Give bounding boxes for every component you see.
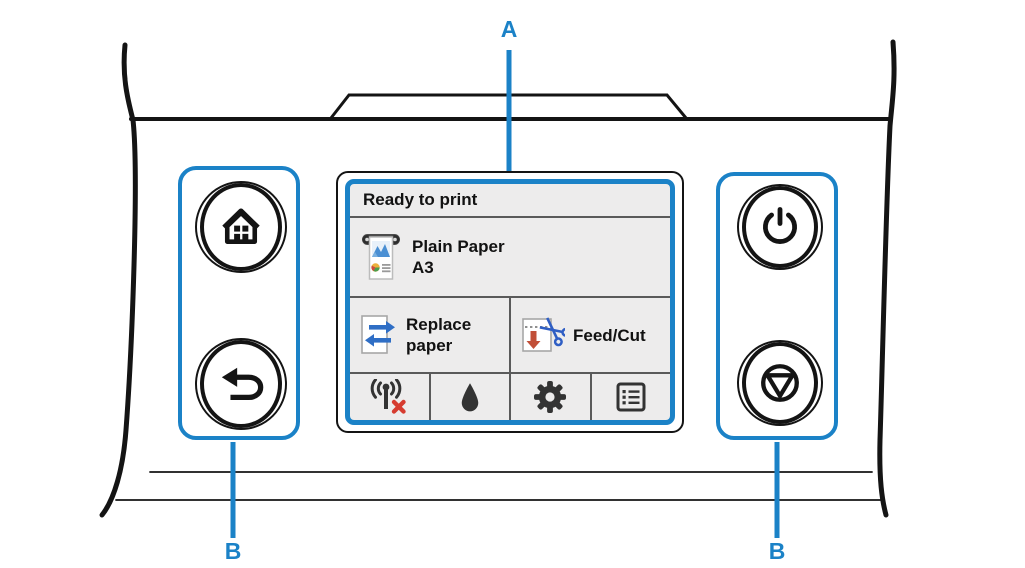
touch-screen: Ready to print bbox=[345, 179, 675, 425]
home-button[interactable] bbox=[195, 181, 287, 273]
network-disabled-icon bbox=[369, 379, 409, 415]
settings-gear-icon bbox=[533, 380, 567, 414]
paper-size: A3 bbox=[412, 258, 434, 277]
touch-screen-bezel: Ready to print bbox=[336, 171, 684, 433]
roll-paper-icon bbox=[361, 231, 403, 283]
home-icon bbox=[219, 205, 263, 249]
stop-icon bbox=[757, 360, 803, 406]
left-button-group bbox=[178, 166, 300, 440]
ink-drop-icon bbox=[459, 382, 481, 412]
ink-button[interactable] bbox=[428, 374, 510, 420]
back-icon bbox=[218, 361, 264, 407]
right-button-group bbox=[716, 172, 838, 440]
paper-info-button[interactable]: Plain Paper A3 bbox=[350, 218, 670, 296]
toolbar-row bbox=[350, 372, 670, 420]
feed-cut-button[interactable]: Feed/Cut bbox=[511, 298, 670, 372]
replace-paper-icon bbox=[360, 313, 398, 357]
replace-paper-label: Replace paper bbox=[406, 315, 472, 355]
paper-type: Plain Paper bbox=[412, 237, 505, 256]
power-button[interactable] bbox=[737, 184, 823, 270]
replace-paper-button[interactable]: Replace paper bbox=[350, 298, 511, 372]
power-icon bbox=[759, 206, 801, 248]
action-row: Replace paper bbox=[350, 296, 670, 372]
callout-label-a: A bbox=[500, 16, 518, 42]
network-button[interactable] bbox=[350, 374, 429, 420]
other-settings-button[interactable] bbox=[589, 374, 671, 420]
callout-label-b-left: B bbox=[224, 538, 242, 564]
settings-button[interactable] bbox=[509, 374, 590, 420]
back-button[interactable] bbox=[195, 338, 287, 430]
status-text: Ready to print bbox=[363, 190, 478, 209]
feed-cut-icon bbox=[521, 314, 565, 356]
stop-button[interactable] bbox=[737, 340, 823, 426]
status-bar: Ready to print bbox=[350, 184, 670, 218]
menu-list-icon bbox=[616, 382, 646, 412]
callout-label-b-right: B bbox=[768, 538, 786, 564]
feed-cut-label: Feed/Cut bbox=[573, 325, 646, 345]
